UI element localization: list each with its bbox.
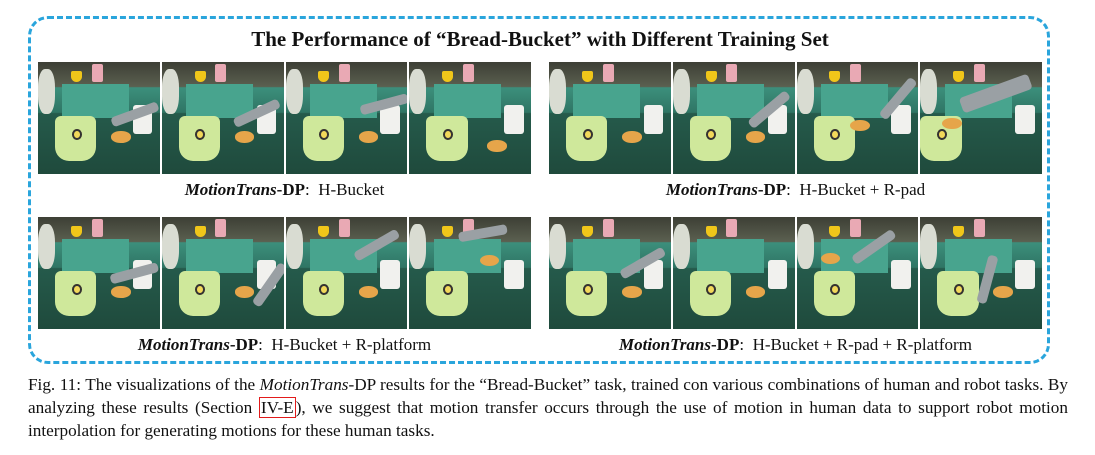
frame-strip <box>549 217 1042 329</box>
photo-frame <box>920 62 1042 174</box>
photo-frame <box>672 217 795 329</box>
panel-h-bucket: MotionTrans-DP: H-Bucket <box>38 62 531 200</box>
panel-h-bucket-r-platform: MotionTrans-DP: H-Bucket + R-platform <box>38 217 531 355</box>
photo-frame <box>409 62 531 174</box>
photo-frame <box>549 62 671 174</box>
panel-caption: MotionTrans-DP: H-Bucket + R-pad + R-pla… <box>619 335 972 354</box>
photo-frame <box>38 217 160 329</box>
photo-frame <box>920 217 1042 329</box>
panel-caption: MotionTrans-DP: H-Bucket + R-platform <box>137 335 432 354</box>
photo-frame <box>161 217 284 329</box>
frame-strip <box>38 62 531 174</box>
photo-frame <box>161 62 284 174</box>
figure-title: The Performance of “Bread-Bucket” with D… <box>251 27 829 51</box>
panel-h-bucket-r-pad-r-platform: MotionTrans-DP: H-Bucket + R-pad + R-pla… <box>549 217 1042 355</box>
photo-frame <box>549 217 671 329</box>
photo-frame <box>796 217 919 329</box>
panel-h-bucket-r-pad: MotionTrans-DP: H-Bucket + R-pad <box>549 62 1042 200</box>
figure-caption: Fig. 11: The visualizations of the Motio… <box>28 375 1068 440</box>
photo-frame <box>409 217 531 329</box>
figure-frame <box>28 16 1050 364</box>
photo-frame <box>285 217 408 329</box>
frame-strip <box>38 217 531 329</box>
panel-caption: MotionTrans-DP: H-Bucket + R-pad <box>665 180 926 199</box>
photo-frame <box>796 62 919 174</box>
caption-label: Fig. 11: <box>28 375 82 394</box>
section-reference-link[interactable]: IV-E <box>258 397 296 418</box>
panel-caption: MotionTrans-DP: H-Bucket <box>184 180 385 199</box>
photo-frame <box>38 62 160 174</box>
photo-frame <box>672 62 795 174</box>
frame-strip <box>549 62 1042 174</box>
photo-frame <box>285 62 408 174</box>
